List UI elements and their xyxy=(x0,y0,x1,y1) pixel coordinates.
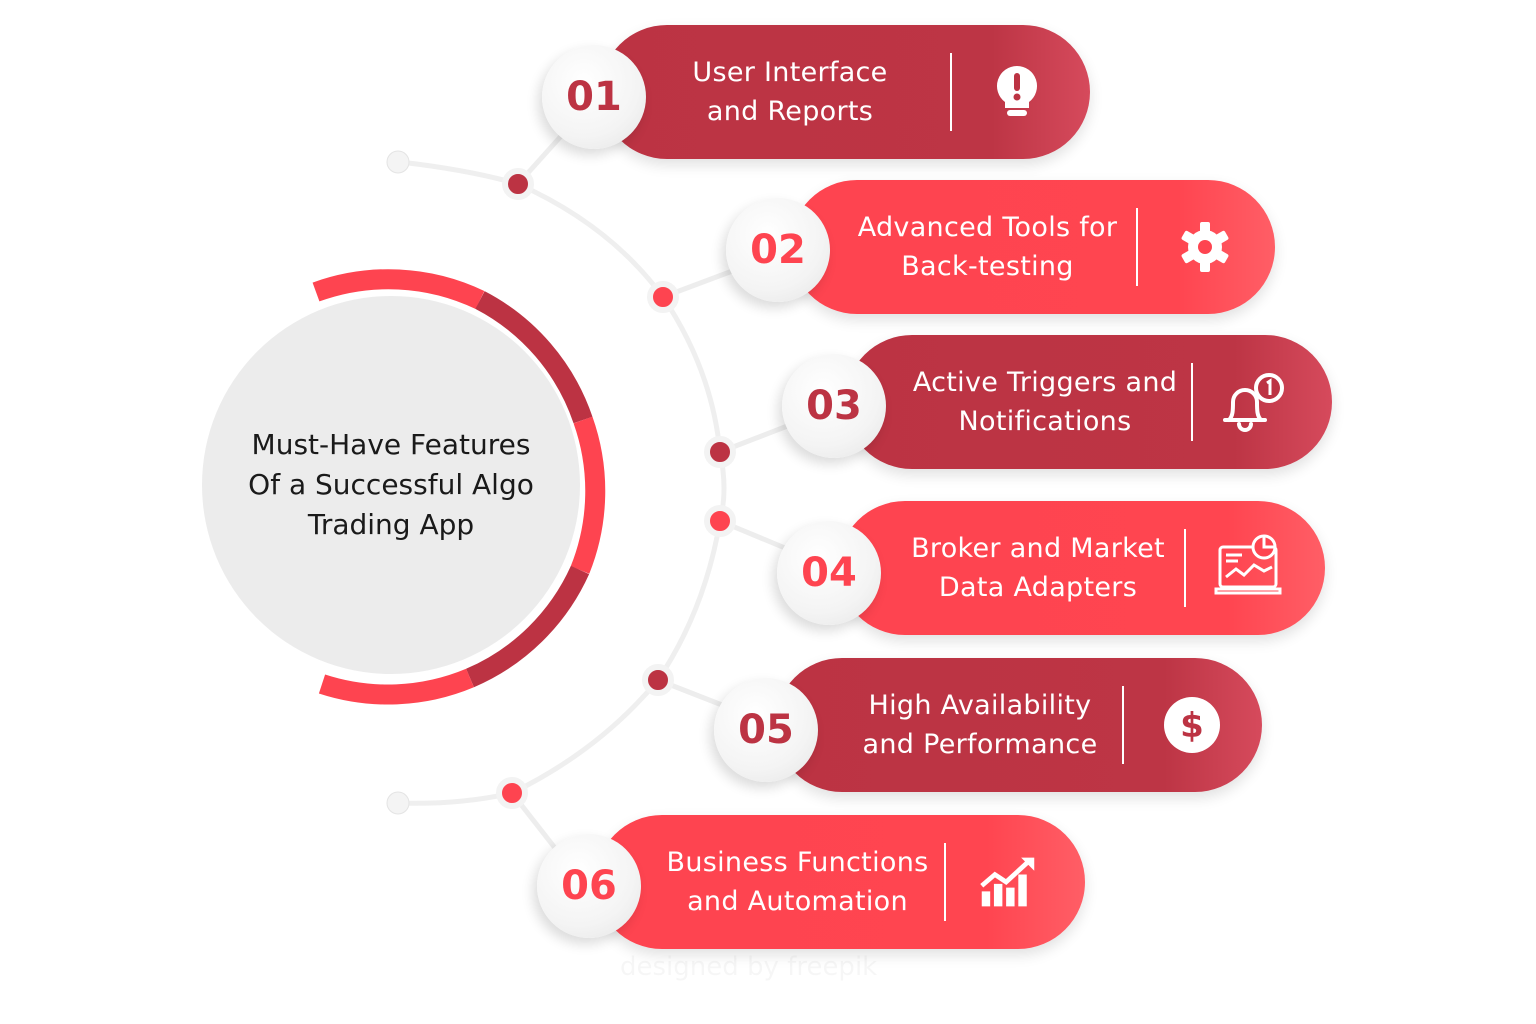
growth-chart-icon xyxy=(980,857,1035,907)
timeline-dot-3 xyxy=(704,436,736,468)
divider xyxy=(1136,208,1138,286)
ring-arc-bright-mid xyxy=(570,416,606,574)
ring-arc-bright-top xyxy=(312,269,485,310)
svg-text:$: $ xyxy=(1180,706,1204,746)
number-badge-05: 05 xyxy=(714,678,818,782)
arc-end-dot xyxy=(386,150,410,174)
timeline-dot-2 xyxy=(647,281,679,313)
lightbulb-exclamation-icon xyxy=(997,66,1037,116)
timeline-dot-1 xyxy=(502,168,534,200)
arc-end-dot xyxy=(386,791,410,815)
center-title: Must-Have Features Of a Successful Algo … xyxy=(248,428,534,541)
bell-notification-icon xyxy=(1223,373,1284,432)
timeline-dot-5 xyxy=(642,664,674,696)
timeline-dot-4 xyxy=(704,505,736,537)
timeline-dot-6 xyxy=(496,777,528,809)
number-badge-03: 03 xyxy=(782,354,886,458)
ring-arc-dark-bottom xyxy=(465,565,590,688)
number-badge-04: 04 xyxy=(777,521,881,625)
number-badge-02: 02 xyxy=(726,198,830,302)
divider xyxy=(1191,363,1193,441)
center-title-circle: Must-Have Features Of a Successful Algo … xyxy=(202,296,580,674)
gear-icon xyxy=(1181,222,1229,272)
timeline-arc xyxy=(397,159,727,806)
number-badge-06: 06 xyxy=(537,834,641,938)
divider xyxy=(950,53,952,131)
ring-arc-dark-top xyxy=(475,291,593,424)
divider xyxy=(944,843,946,921)
laptop-chart-icon xyxy=(1214,534,1282,595)
number-badge-01: 01 xyxy=(542,45,646,149)
dollar-coin-icon: $ xyxy=(1164,697,1220,753)
divider xyxy=(1184,529,1186,607)
ring-arc-bright-bottom xyxy=(318,668,474,705)
watermark: designed by freepik xyxy=(620,952,877,982)
divider xyxy=(1122,686,1124,764)
